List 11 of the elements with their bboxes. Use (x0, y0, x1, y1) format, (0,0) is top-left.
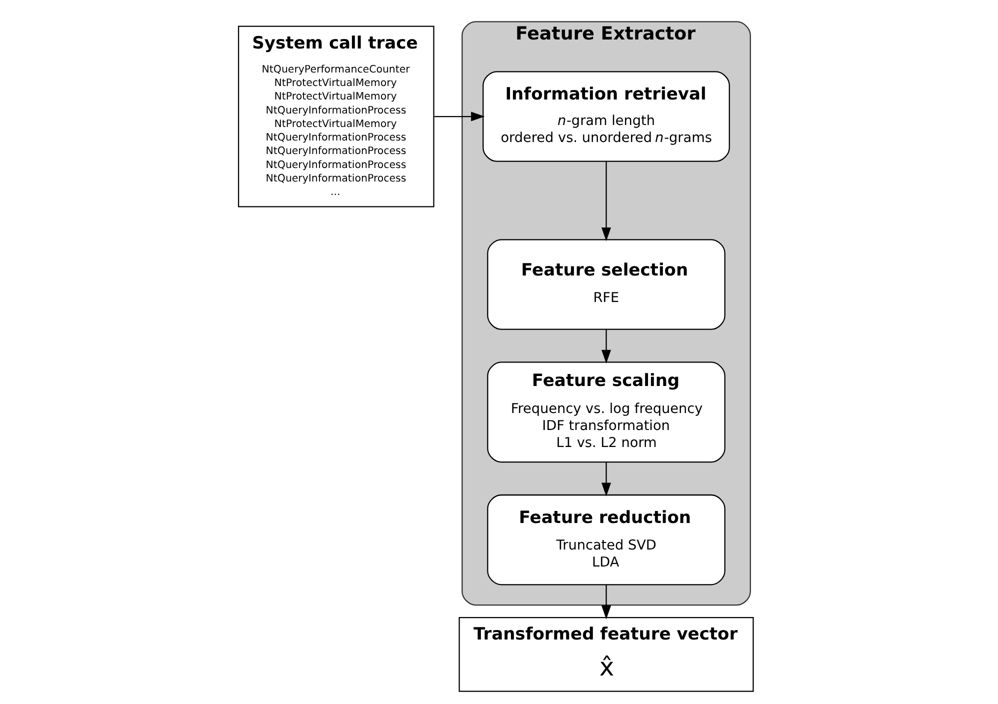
arrow (601, 462, 612, 496)
node-box: Information retrieval n-gram length ordered vs. unordered n-grams (482, 71, 730, 162)
node-box: Feature selection RFE (487, 239, 726, 330)
node-box: System call trace NtQueryPerformanceCounter NtProtectVirtualMemory NtProtectVirtualMemory NtQueryInformationProcess NtProtectVirtualMemory NtQueryInformationProcess NtQueryInformationProcess NtQueryInformationProcess NtQueryInformationProcess ... (238, 26, 434, 208)
arrow (434, 112, 485, 122)
arrow (601, 162, 612, 242)
arrow (601, 329, 612, 364)
node-box: Feature scaling Frequency vs. log frequency IDF transformation L1 vs. L2 norm (487, 362, 726, 463)
node-box: Transformed feature vector x̂ (458, 617, 754, 692)
node-box: Feature reduction Truncated SVD LDA (487, 494, 726, 586)
arrow (601, 584, 612, 620)
